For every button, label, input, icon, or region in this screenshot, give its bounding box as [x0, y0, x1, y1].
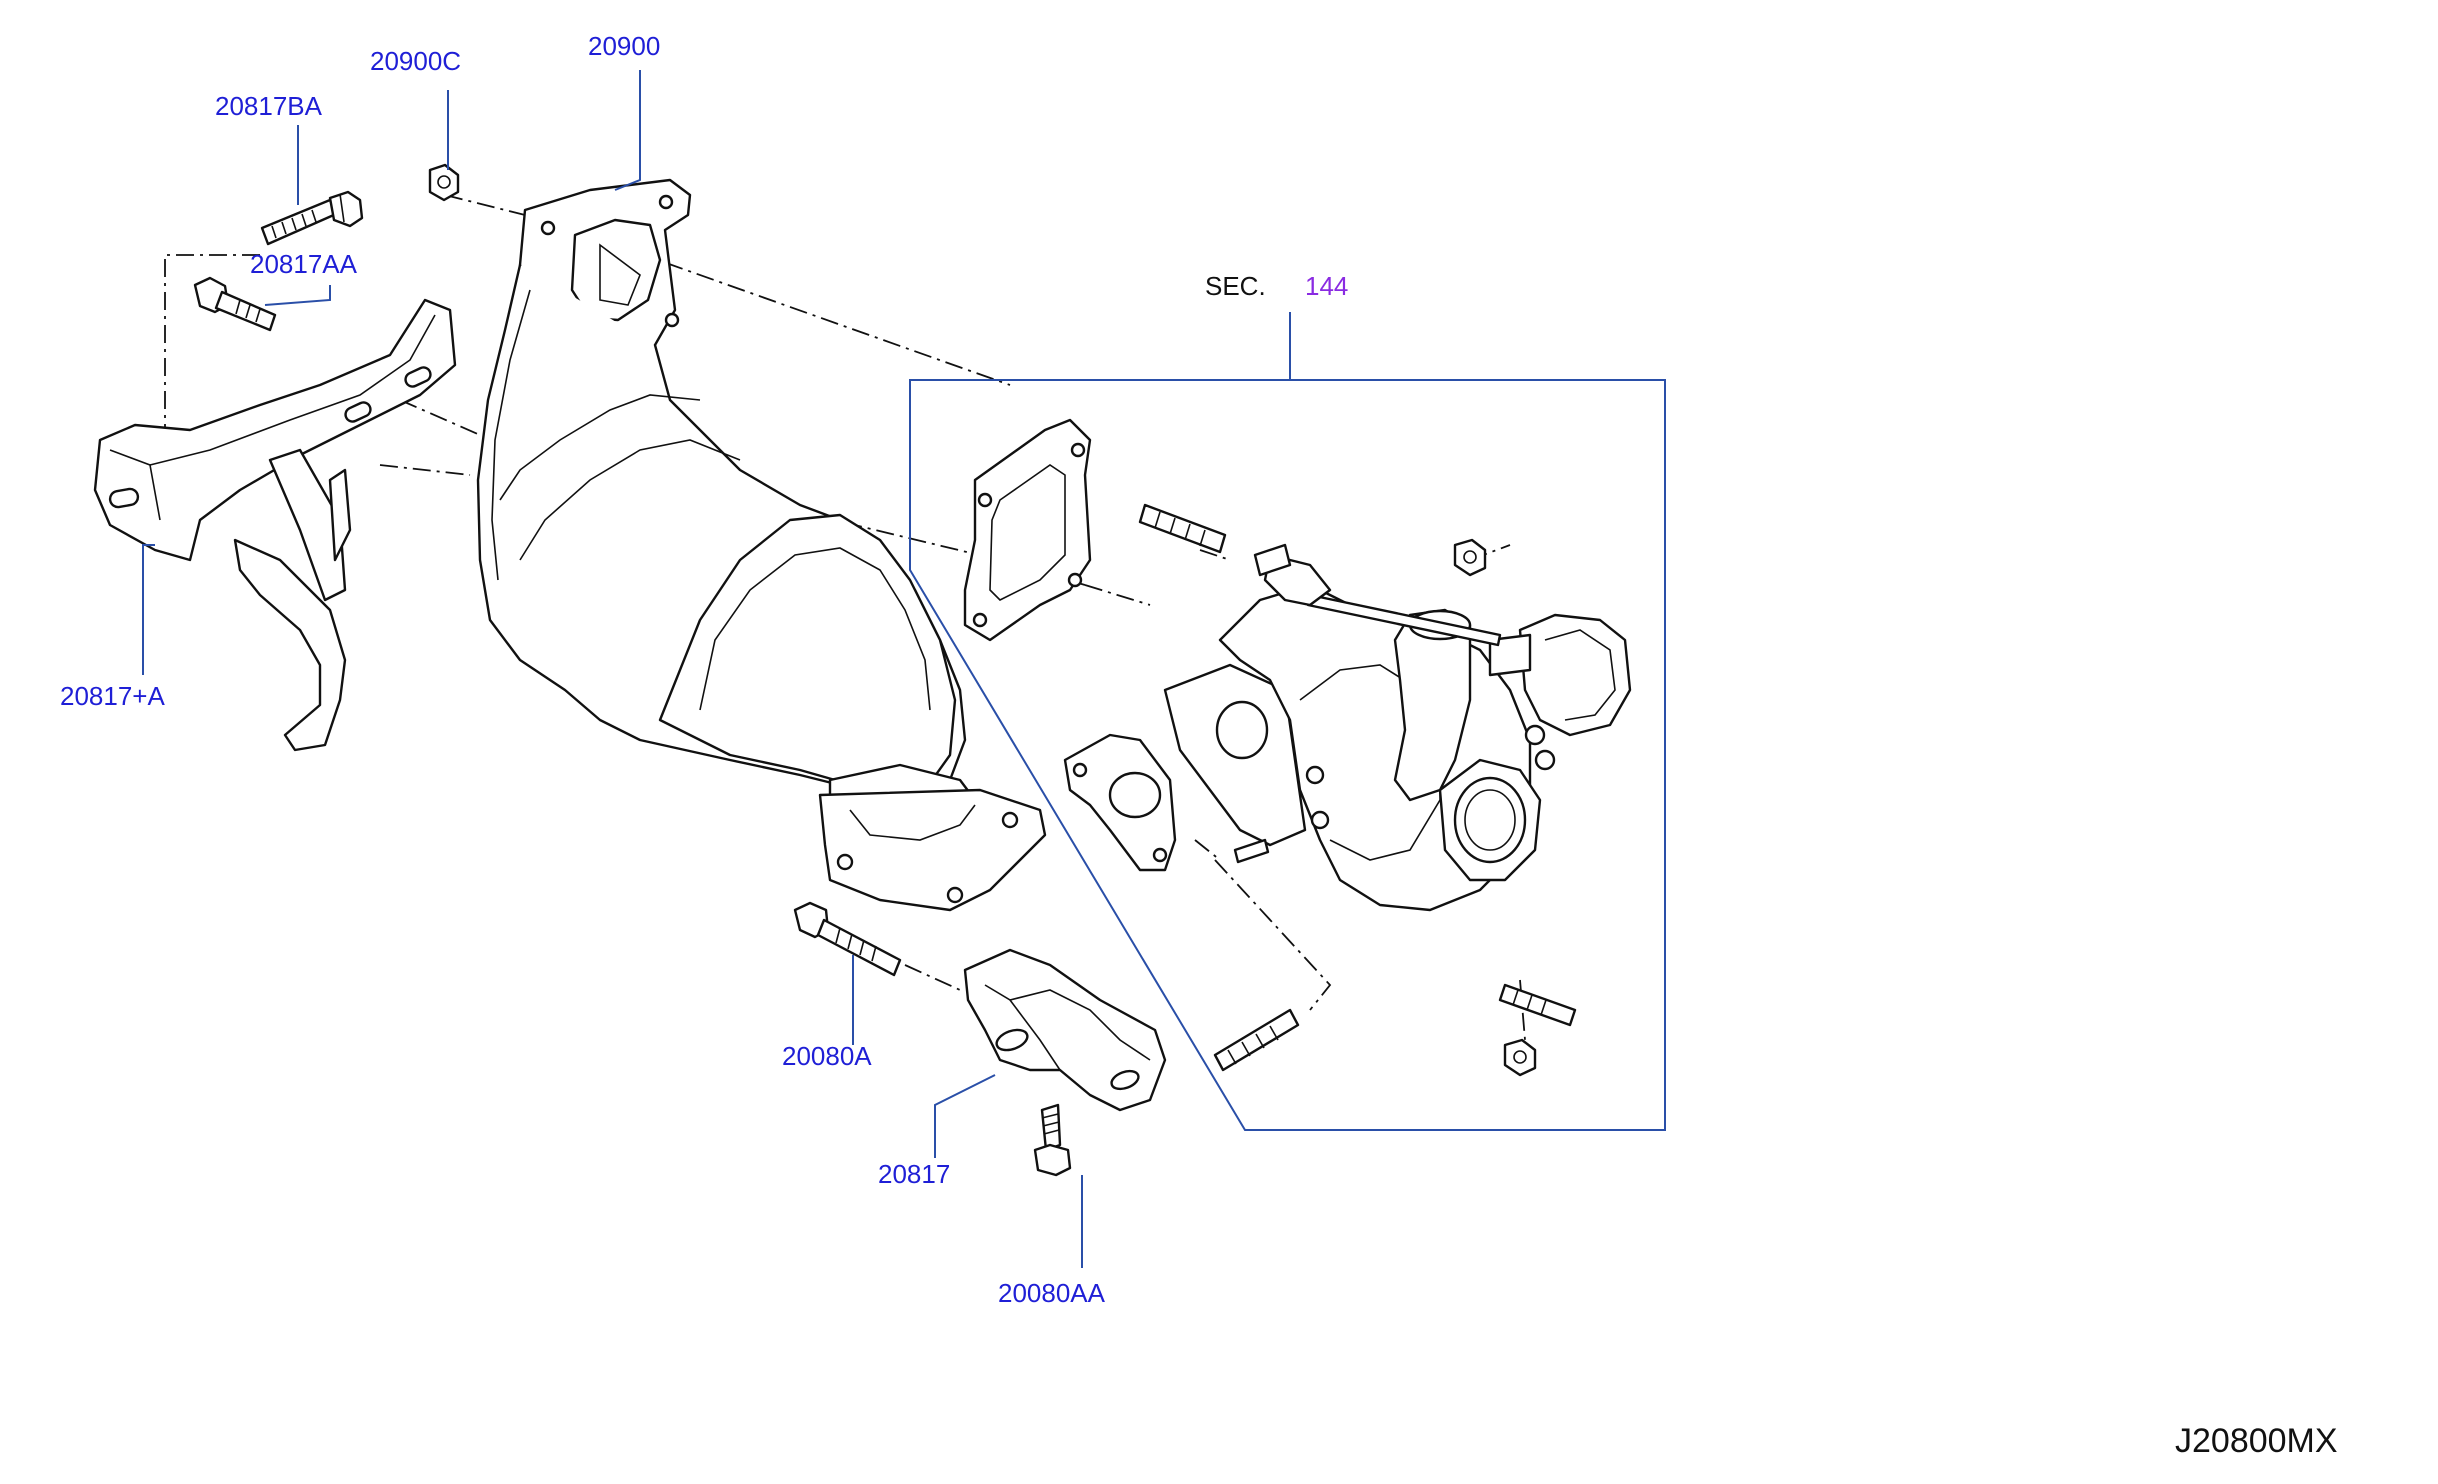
callout-20900C[interactable]: 20900C [370, 46, 461, 76]
bracket-20817A[interactable] [93, 298, 457, 752]
bolt-20080AA[interactable] [1033, 1103, 1072, 1177]
callout-20817[interactable]: 20817 [878, 1159, 950, 1189]
drawing-code: J20800MX [2175, 1422, 2338, 1460]
stud-lower-left[interactable] [1213, 1008, 1300, 1072]
section-prefix: SEC. [1205, 271, 1266, 301]
turbocharger-assembly[interactable] [963, 418, 1632, 912]
catalytic-converter-20900[interactable] [476, 178, 1047, 912]
nut-lower-right[interactable] [1503, 1038, 1537, 1077]
nut-20900C[interactable] [428, 163, 460, 202]
bolt-20817BA[interactable] [260, 190, 364, 246]
callout-20817A[interactable]: 20817+A [60, 681, 165, 711]
callout-20080A[interactable]: 20080A [782, 1041, 872, 1071]
bracket-20817[interactable] [963, 948, 1167, 1112]
callout-20080AA[interactable]: 20080AA [998, 1278, 1106, 1308]
bolt-20817AA[interactable] [193, 276, 277, 332]
leader-lines [142, 70, 1083, 1268]
stud-lower-right[interactable] [1498, 983, 1577, 1027]
section-144-boundary [909, 379, 1666, 1131]
callout-20817AA[interactable]: 20817AA [250, 249, 358, 279]
section-number-link[interactable]: 144 [1305, 271, 1348, 301]
callout-20900[interactable]: 20900 [588, 31, 660, 61]
callout-20817BA[interactable]: 20817BA [215, 91, 323, 121]
bolt-20080A[interactable] [793, 901, 902, 977]
